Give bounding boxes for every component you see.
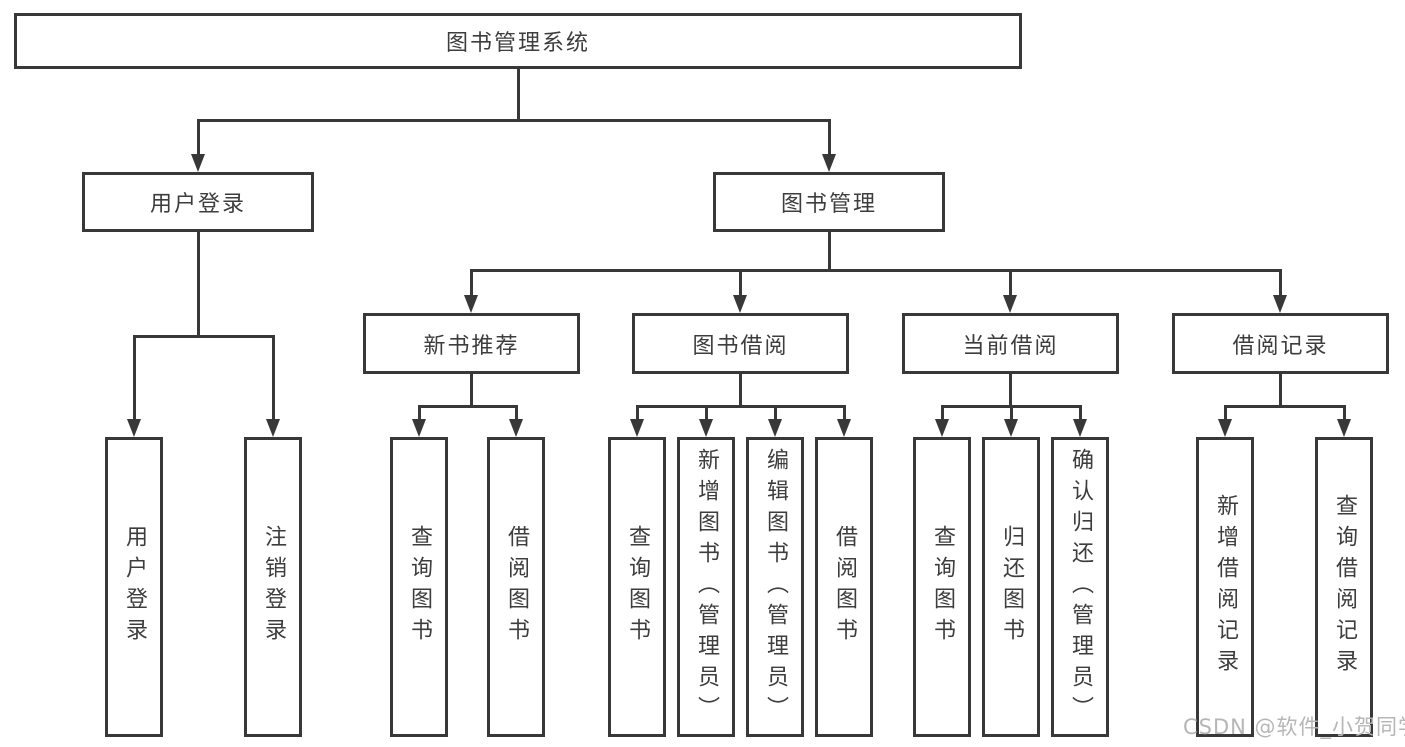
leaf-edit-book-admin: 编辑图书（管理员） (746, 437, 804, 737)
connector-vline (1010, 405, 1013, 420)
node-root: 图书管理系统 (14, 13, 1022, 69)
leaf-add-borrow-record: 新增借阅记录 (1196, 437, 1254, 737)
leaf-borrow-books-borrowing: 借阅图书 (815, 437, 873, 737)
connector-hline (418, 405, 518, 408)
arrowhead-down-icon (1337, 419, 1351, 437)
node-new-book-recommendation: 新书推荐 (363, 313, 580, 374)
arrowhead-down-icon (1003, 295, 1017, 313)
node-book-management: 图书管理 (713, 172, 945, 232)
node-user-login: 用户登录 (82, 172, 314, 232)
leaf-confirm-return-admin: 确认归还（管理员） (1051, 437, 1109, 737)
connector-vline (197, 232, 200, 338)
connector-vline (705, 405, 708, 420)
connector-vline (1009, 269, 1012, 295)
arrowhead-down-icon (699, 419, 713, 437)
arrowhead-down-icon (191, 154, 205, 172)
connector-vline (828, 119, 831, 155)
connector-vline (515, 405, 518, 420)
arrowhead-down-icon (822, 154, 836, 172)
connector-hline (197, 119, 830, 122)
leaf-logout: 注销登录 (244, 437, 302, 737)
connector-vline (1279, 269, 1282, 295)
csdn-watermark: CSDN @软件_小贺同学 (1183, 715, 1405, 739)
connector-vline (843, 405, 846, 420)
connector-hline (133, 335, 275, 338)
arrowhead-down-icon (509, 419, 523, 437)
leaf-user-login: 用户登录 (105, 437, 163, 737)
arrowhead-down-icon (464, 295, 478, 313)
arrowhead-down-icon (630, 419, 644, 437)
arrowhead-down-icon (1218, 419, 1232, 437)
connector-vline (941, 405, 944, 420)
arrowhead-down-icon (935, 419, 949, 437)
leaf-label: 查询借阅记录 (1332, 494, 1357, 680)
leaf-label: 注销登录 (261, 525, 286, 649)
leaf-label: 查询图书 (930, 525, 955, 649)
connector-hline (470, 269, 1282, 272)
leaf-label: 借阅图书 (832, 525, 857, 649)
connector-hline (636, 405, 846, 408)
leaf-return-book: 归还图书 (982, 437, 1040, 737)
leaf-label: 查询图书 (625, 525, 650, 649)
connector-vline (774, 405, 777, 420)
arrowhead-down-icon (837, 419, 851, 437)
connector-hline (1224, 405, 1346, 408)
connector-vline (418, 405, 421, 420)
arrowhead-down-icon (266, 419, 280, 437)
connector-vline (470, 374, 473, 408)
leaf-label: 用户登录 (122, 525, 147, 649)
leaf-query-books-borrowing: 查询图书 (608, 437, 666, 737)
leaf-query-books-recommend: 查询图书 (390, 437, 448, 737)
connector-vline (739, 374, 742, 408)
leaf-label: 新增图书（管理员） (694, 447, 719, 727)
node-current-borrowing: 当前借阅 (902, 313, 1119, 374)
leaf-borrow-books-recommend: 借阅图书 (487, 437, 545, 737)
arrowhead-down-icon (1004, 419, 1018, 437)
leaf-label: 归还图书 (999, 525, 1024, 649)
connector-vline (470, 269, 473, 295)
connector-vline (636, 405, 639, 420)
connector-vline (1009, 374, 1012, 408)
leaf-label: 借阅图书 (504, 525, 529, 649)
connector-vline (1279, 374, 1282, 408)
node-book-borrowing: 图书借阅 (632, 313, 849, 374)
connector-vline (517, 69, 520, 122)
leaf-query-borrow-record: 查询借阅记录 (1315, 437, 1373, 737)
connector-vline (1224, 405, 1227, 420)
arrowhead-down-icon (127, 419, 141, 437)
connector-vline (1079, 405, 1082, 420)
leaf-label: 新增借阅记录 (1213, 494, 1238, 680)
connector-vline (197, 119, 200, 155)
leaf-label: 编辑图书（管理员） (763, 447, 788, 727)
leaf-add-book-admin: 新增图书（管理员） (677, 437, 735, 737)
leaf-label: 查询图书 (407, 525, 432, 649)
arrowhead-down-icon (768, 419, 782, 437)
connector-vline (828, 232, 831, 272)
node-borrowing-records: 借阅记录 (1172, 313, 1389, 374)
connector-vline (133, 335, 136, 420)
leaf-label: 确认归还（管理员） (1068, 447, 1093, 727)
arrowhead-down-icon (412, 419, 426, 437)
connector-vline (272, 335, 275, 420)
arrowhead-down-icon (1273, 295, 1287, 313)
arrowhead-down-icon (733, 295, 747, 313)
connector-vline (739, 269, 742, 295)
arrowhead-down-icon (1073, 419, 1087, 437)
leaf-query-books-current: 查询图书 (913, 437, 971, 737)
connector-vline (1343, 405, 1346, 420)
